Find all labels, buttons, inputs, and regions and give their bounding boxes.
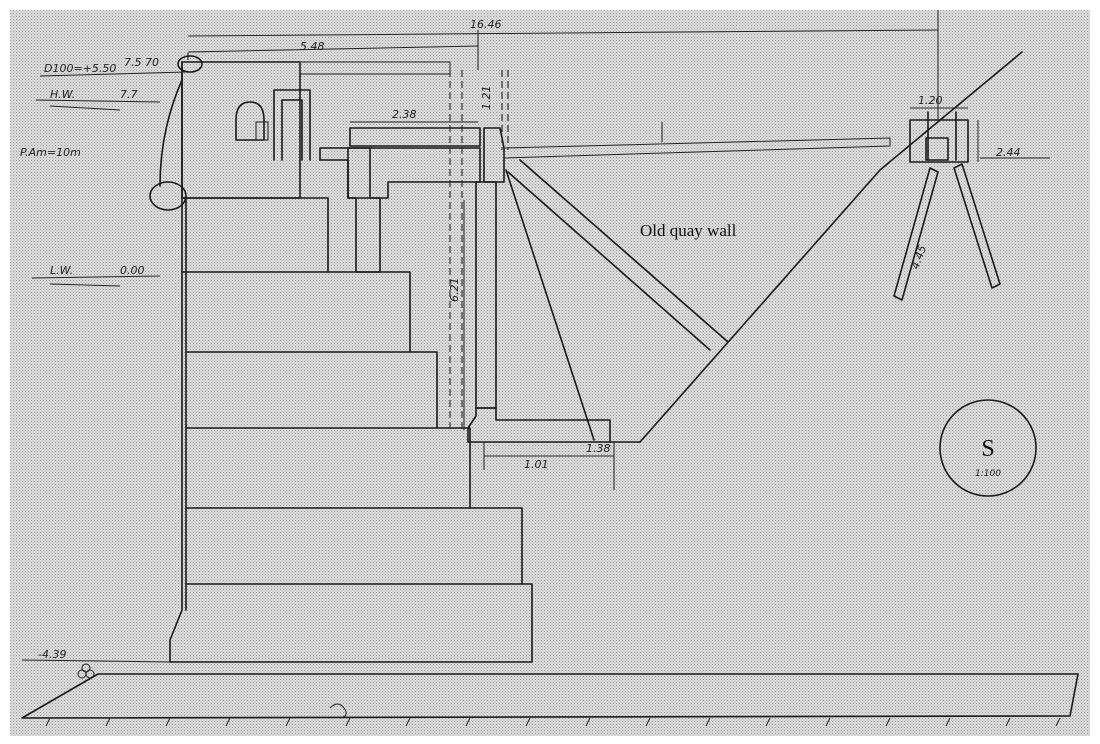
drawing-sheet: 16.46 5.48 2.38 6.21 1.01 1.38 1.20 4.45…	[10, 10, 1090, 736]
section-marker-scale: 1:100	[975, 469, 1001, 479]
level-marks	[21, 71, 1050, 663]
section-marker: S 1:100	[939, 399, 1037, 497]
level-mid-left-datum: P.Am=10m	[20, 146, 81, 159]
tie-rod	[503, 122, 891, 159]
level-top-left-datum: D100=+5.50	[44, 62, 116, 75]
bollard-fixtures	[77, 55, 203, 679]
dim-slab-width: 2.38	[392, 108, 417, 121]
dimension-annotations: 16.46 5.48 2.38 6.21 1.01 1.38 1.20 4.45…	[124, 18, 943, 471]
cap-block	[181, 61, 451, 199]
level-low-water-value: 0.00	[120, 264, 145, 277]
stepped-block-wall	[169, 61, 533, 663]
quay-wall-section-drawing: 16.46 5.48 2.38 6.21 1.01 1.38 1.20 4.45…	[10, 10, 1090, 736]
dim-wall-height: 6.21	[448, 278, 461, 303]
dim-overall-width: 16.46	[470, 18, 502, 31]
section-marker-letter: S	[981, 436, 994, 462]
dim-cap-width: 5.48	[300, 40, 325, 53]
construction-lines	[187, 50, 509, 430]
level-high-water: H.W.	[50, 88, 75, 101]
old-quay-wall-label: Old quay wall	[640, 221, 737, 240]
section-marker-circle	[939, 399, 1037, 497]
level-right: 2.44	[996, 146, 1021, 159]
dim-toe-length: 1.01	[524, 458, 549, 471]
l-retaining-wall	[319, 127, 611, 443]
level-low-water: L.W.	[50, 264, 73, 277]
dim-vertical-small: 1.21	[480, 86, 493, 111]
dim-toe-tip: 1.38	[586, 442, 611, 455]
level-high-water-value: 7.7	[120, 88, 138, 101]
seabed	[21, 673, 1079, 727]
old-quay-wall-lines	[505, 51, 1023, 443]
level-annotations: D100=+5.50 H.W. 7.7 P.Am=10m L.W. 0.00 2…	[20, 62, 1021, 661]
top-dimension-lines	[187, 10, 979, 490]
dim-pile-top-width: 1.20	[918, 94, 943, 107]
dim-top-left-level: 7.5 70	[124, 56, 159, 69]
level-bottom: -4.39	[38, 648, 66, 661]
